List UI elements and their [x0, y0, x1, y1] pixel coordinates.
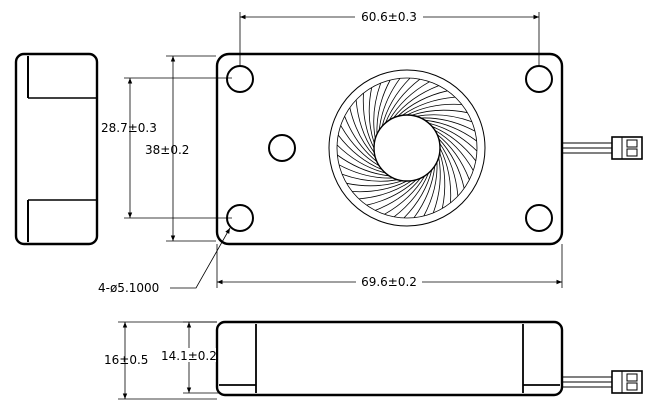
dim-vertical-holes: 28.7±0.3 [101, 77, 232, 219]
fan-blade [434, 129, 474, 171]
fan-blade [403, 169, 433, 219]
fan-blade [349, 107, 376, 158]
hole-callout: 4-ø5.1000 [98, 227, 231, 295]
connector-pin [626, 139, 638, 148]
fan-blade [384, 175, 426, 215]
connector-pin [626, 148, 638, 157]
fan-blade [428, 122, 478, 152]
mounting-hole [226, 204, 254, 232]
fan-blade [393, 172, 429, 218]
dim-label-body-width: 69.6±0.2 [361, 275, 417, 289]
fan-blade [376, 79, 391, 135]
fan-blade [373, 82, 382, 139]
leader-line [170, 227, 231, 289]
dim-body-width: 69.6±0.2 [216, 244, 563, 290]
fan-blade [413, 165, 436, 218]
connector-housing [611, 136, 643, 160]
label-backdrop [356, 274, 422, 290]
fan-blade [352, 180, 408, 193]
dim-label-top-width: 60.6±0.3 [361, 10, 417, 24]
mounting-hole [525, 65, 553, 93]
left-side-view [14, 52, 99, 246]
connector-pin [626, 382, 638, 391]
fan-blade [337, 154, 390, 177]
fan-blade [423, 161, 438, 217]
fan-blade [375, 177, 422, 211]
connector-housing [611, 370, 643, 394]
connector-side [562, 370, 643, 394]
dim-side-inner-height: 14.1±0.2 [160, 321, 219, 394]
side-view-outline [215, 320, 564, 397]
dim-label-side-total: 16±0.5 [104, 353, 148, 367]
dim-label-side-inner: 14.1±0.2 [161, 349, 217, 363]
fan-blade [385, 78, 421, 124]
fan-blade [340, 125, 380, 167]
fan-blade [336, 144, 386, 174]
side-view-outline [14, 52, 99, 246]
label-backdrop [160, 348, 216, 362]
fan-blade [431, 126, 477, 162]
fan-blade [439, 147, 452, 203]
fan-blade [337, 134, 383, 170]
fan-blade [436, 133, 470, 180]
fan-blade [355, 99, 375, 153]
fan-blades [336, 77, 478, 219]
label-backdrop [355, 8, 423, 24]
body-outline [215, 52, 564, 246]
connector-top [562, 136, 643, 160]
fan-blade [378, 78, 401, 131]
bottom-side-view [215, 320, 643, 397]
fan-blade [439, 152, 446, 209]
fan-blade [411, 109, 468, 116]
fan-blade [346, 180, 403, 187]
fan-blade [438, 138, 465, 189]
locating-hole [268, 134, 296, 162]
mounting-holes [226, 65, 553, 232]
dim-label-hole-spacing: 28.7±0.3 [101, 121, 157, 135]
fan-blade-ring [336, 77, 478, 219]
connector-pin [626, 373, 638, 382]
fan-blade [439, 143, 459, 197]
fan-blade [344, 116, 378, 163]
mounting-hole [525, 204, 553, 232]
fan-blade [338, 164, 394, 179]
fan-blade [424, 119, 477, 142]
dim-label-holes: 4-ø5.1000 [98, 281, 159, 295]
fan-blade [397, 90, 448, 117]
fan-blade [381, 77, 411, 127]
dim-side-total-height: 16±0.5 [104, 321, 217, 400]
fan-blade [368, 87, 375, 144]
fan-blade [402, 96, 456, 116]
dim-label-body-height: 38±0.2 [145, 143, 189, 157]
fan-blade [358, 180, 412, 200]
fan-impeller [328, 69, 486, 227]
fan-blade [366, 179, 417, 206]
mounting-hole [226, 65, 254, 93]
dim-top-width: 60.6±0.3 [239, 8, 540, 66]
fan-blade [406, 103, 462, 116]
dim-vertical-body: 38±0.2 [145, 55, 216, 242]
fan-blade [416, 114, 473, 123]
fan-blade [420, 117, 476, 132]
top-view [215, 52, 643, 246]
fan-blade [388, 81, 430, 121]
fan-hub [373, 114, 441, 182]
fan-blade [362, 93, 375, 149]
fan-blade [392, 85, 439, 119]
fan-housing-outline [328, 69, 486, 227]
fan-blade [341, 173, 398, 182]
fan-blade [432, 157, 441, 214]
